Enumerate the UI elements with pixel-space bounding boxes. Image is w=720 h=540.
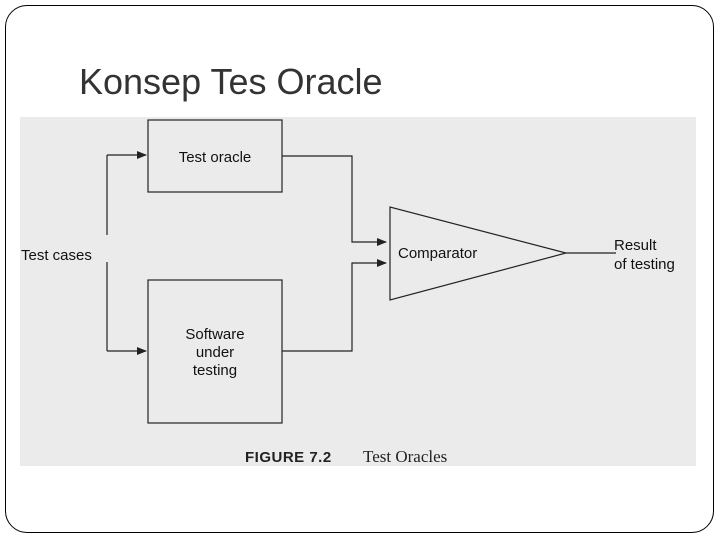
oracle-to-comparator-line [282,155,387,246]
software-under-testing-box [147,279,283,424]
result-label-line-1: Result [614,237,657,254]
result-label-line-2: of testing [614,256,675,273]
figure-caption-number: FIGURE 7.2 [245,449,332,466]
software-to-comparator-line [282,259,387,352]
software-label-line-1: Software [185,326,244,343]
comparator-triangle [389,206,569,301]
slide-title: Konsep Tes Oracle [79,61,383,102]
test-cases-label: Test cases [21,247,92,264]
test-oracle-box [147,119,283,193]
test-oracle-diagram: Test oracle Software under testing Compa… [21,119,675,466]
figure-caption-text: Test Oracles [363,447,447,466]
comparator-label: Comparator [398,245,477,262]
software-label-line-2: under [196,344,234,361]
software-label-line-3: testing [193,362,237,379]
test-oracle-label: Test oracle [179,149,252,166]
figure-panel: Test oracle Software under testing Compa… [20,117,696,466]
